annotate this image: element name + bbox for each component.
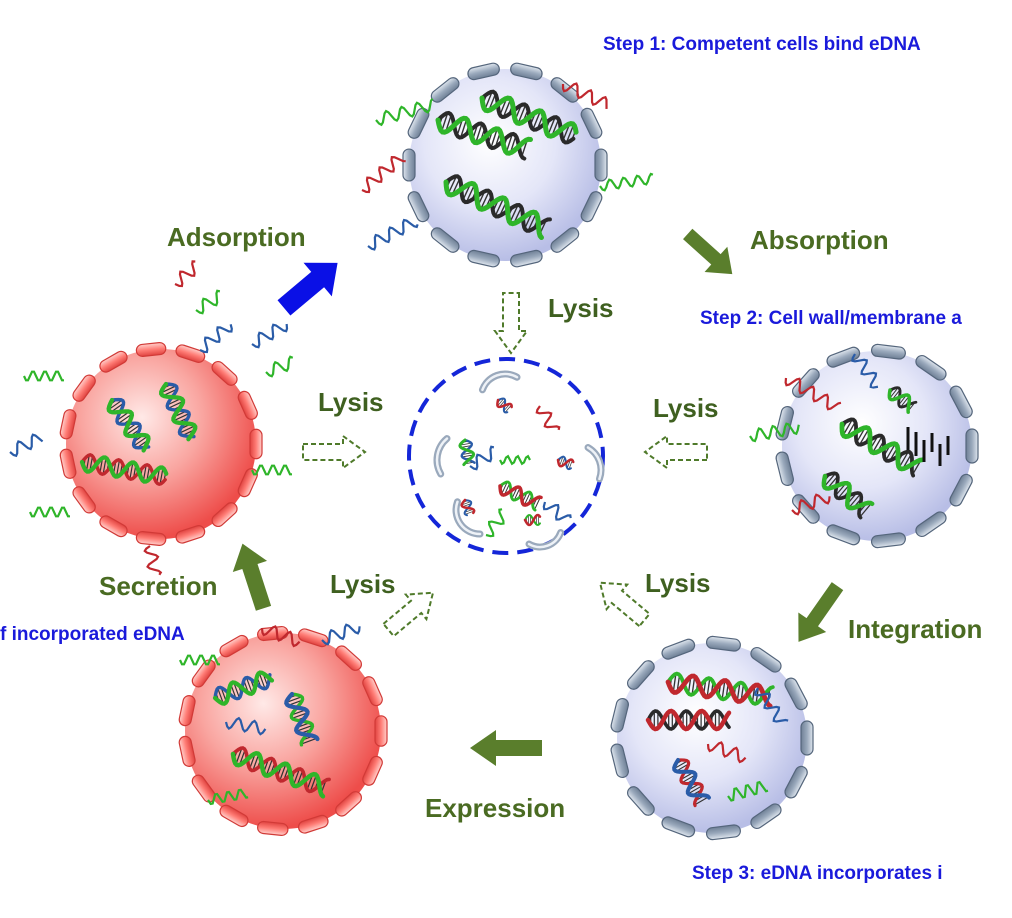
lysis-label-right: Lysis <box>653 393 719 423</box>
lysed-cell <box>407 357 605 555</box>
secretion-arrow <box>232 543 272 611</box>
lysis-label-top: Lysis <box>548 293 614 323</box>
integration-label: Integration <box>848 614 983 644</box>
lysis-label-bottom-left: Lysis <box>330 569 396 599</box>
lysis-label-left: Lysis <box>318 387 384 417</box>
lysis-arrow-bottom-left <box>381 591 435 638</box>
lysis-label-bottom-right: Lysis <box>645 568 711 598</box>
cell-integration-bottom-right <box>610 635 814 841</box>
cell-wall-right <box>775 343 979 549</box>
cell-wall-left <box>59 342 263 546</box>
step1-label: Step 1: Competent cells bind eDNA <box>603 34 921 55</box>
degraded-dna-bars <box>906 427 950 466</box>
secretion-label: Secretion <box>99 571 218 601</box>
cell-wall-bottom-right <box>610 635 814 841</box>
step2-label: Step 2: Cell wall/membrane a <box>700 308 962 329</box>
step3-label: Step 3: eDNA incorporates i <box>692 863 943 884</box>
lysis-arrow-left <box>302 434 367 470</box>
lysis-arrow-top <box>493 292 529 355</box>
expression-label: Expression <box>425 793 566 823</box>
lysis-arrow-bottom-right <box>598 581 652 628</box>
absorption-label: Absorption <box>750 225 889 255</box>
cell-secreting-left <box>59 342 263 546</box>
integration-arrow <box>798 582 844 642</box>
adsorption-label: Adsorption <box>167 222 306 252</box>
cell-competent-top <box>402 62 608 268</box>
step4-label: f incorporated eDNA <box>0 624 185 645</box>
absorption-arrow <box>683 228 733 275</box>
lysis-arrow-right <box>643 434 708 470</box>
cell-wall-top <box>402 62 608 268</box>
edna-strands <box>9 82 925 808</box>
cell-fragments <box>433 370 605 551</box>
cell-expressing-bottom-left <box>178 625 388 837</box>
expression-arrow <box>470 730 542 766</box>
adsorption-arrow <box>277 262 338 316</box>
